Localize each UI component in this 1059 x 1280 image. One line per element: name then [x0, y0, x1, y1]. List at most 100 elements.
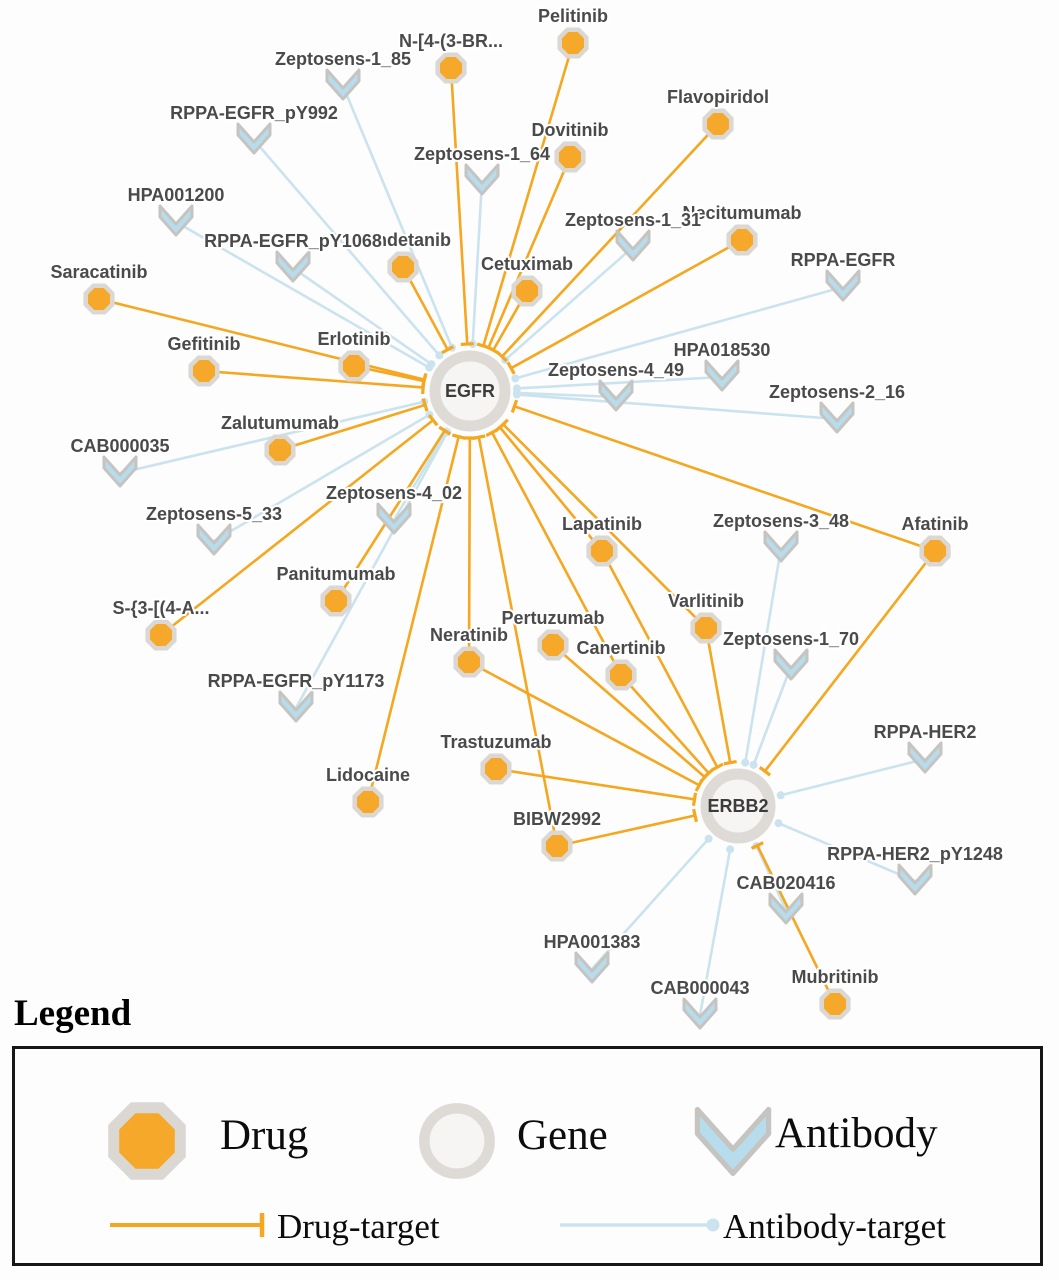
drug-target-edge-icon	[110, 1213, 265, 1237]
antibody-node-cab000043	[682, 997, 718, 1030]
drug-node-s-3-4-a	[145, 619, 177, 651]
drug-node-bibw2992	[541, 830, 573, 862]
node-label-zeptosens-1-31: Zeptosens-1_31	[565, 210, 701, 230]
drug-node-necitumumab	[726, 224, 758, 256]
drug-edge-tee-necitumumab	[506, 361, 516, 375]
antibody-target-edge-hpa018530-egfr	[516, 375, 723, 390]
node-label-rppa-her2: RPPA-HER2	[874, 722, 977, 742]
drug-node-dovitinib	[554, 141, 586, 173]
node-label-cab000035: CAB000035	[70, 436, 169, 456]
drug-target-edge-canertinib-egfr	[490, 431, 623, 676]
gene-node-egfr	[429, 350, 511, 432]
node-label-cab000043: CAB000043	[650, 978, 749, 998]
node-label-saracatinib: Saracatinib	[50, 262, 147, 282]
antibody-target-edge-zeptosens-1-85-egfr	[341, 85, 454, 349]
antibody-node-rppa-her2	[907, 741, 943, 774]
drug-node-cetuximab	[511, 275, 543, 307]
drug-target-edge-lapatinib-erbb2	[600, 550, 719, 768]
drug-node-saracatinib	[83, 283, 115, 315]
antibody-node-zeptosens-1-85	[325, 68, 361, 101]
antibody-target-edge-icon	[560, 1218, 720, 1232]
antibody-node-cab020416	[768, 892, 804, 925]
node-label-rppa-her2-py1248: RPPA-HER2_pY1248	[827, 844, 1003, 864]
node-label-flavopiridol: Flavopiridol	[667, 87, 769, 107]
drug-node-canertinib	[605, 659, 637, 691]
antibody-node-zeptosens-1-70	[773, 648, 809, 681]
node-label-lidocaine: Lidocaine	[326, 765, 410, 785]
antibody-edge-dot-rppa-her2	[776, 791, 785, 800]
node-label-rppa-egfr-py1068: RPPA-EGFR_pY1068	[204, 231, 382, 251]
drug-node-flavopiridol	[702, 108, 734, 140]
node-label-s-3-4-a: S-{3-[(4-A...	[112, 598, 209, 618]
drug-octagon-shape	[108, 1102, 186, 1180]
antibody-target-edge-zeptosens-4-49-egfr	[516, 391, 617, 399]
drug-node-trastuzumab	[480, 753, 512, 785]
antibody-edge-dot-rppa-egfr	[511, 374, 520, 383]
drug-target-edge-flavopiridol-egfr	[501, 123, 719, 358]
node-label-panitumumab: Panitumumab	[276, 564, 395, 584]
antibody-node-zeptosens-4-02	[376, 502, 412, 535]
drug-target-edge-neratinib-egfr	[467, 437, 472, 663]
drug-edge-tee-lidocaine	[451, 433, 466, 440]
drug-target-edge-bibw2992-erbb2	[556, 814, 696, 848]
drug-edge-tee-n-4-3-br	[460, 342, 474, 347]
gene-legend-icon	[419, 1103, 495, 1179]
antibody-target-edge-zeptosens-2-16-egfr	[516, 393, 838, 421]
drug-target-edge-varlitinib-erbb2	[704, 627, 732, 763]
node-label-rppa-egfr: RPPA-EGFR	[791, 250, 896, 270]
node-label-pertuzumab: Pertuzumab	[501, 608, 604, 628]
antibody-node-zeptosens-1-64	[464, 163, 500, 196]
antibody-target-edge-zeptosens-4-02-egfr	[392, 430, 448, 521]
drug-node-pertuzumab	[537, 629, 569, 661]
node-label-zeptosens-1-64: Zeptosens-1_64	[414, 144, 550, 164]
antibody-node-zeptosens-1-31	[615, 229, 651, 262]
node-label-rppa-egfr-py1173: RPPA-EGFR_pY1173	[208, 671, 385, 691]
antibody-node-zeptosens-3-48	[763, 530, 799, 563]
drug-edge-tee-bibw2992	[692, 808, 699, 823]
drug-target-edge-pelitinib-egfr	[482, 42, 575, 347]
node-label-rppa-egfr-py992: RPPA-EGFR_pY992	[170, 103, 338, 123]
antibody-target-edge-rppa-her2-erbb2	[780, 757, 926, 797]
antibody-edge-dot-zeptosens-2-16	[512, 390, 521, 399]
drug-target-edge-s-3-4-a-egfr	[160, 419, 434, 637]
drug-node-gefitinib	[188, 355, 220, 387]
antibody-node-rppa-her2-py1248	[897, 863, 933, 896]
node-label-zalutumumab: Zalutumumab	[221, 413, 339, 433]
drug-edge-tee-s-3-4-a	[427, 414, 439, 427]
drug-edge-tee-pertuzumab	[699, 771, 711, 784]
antibody-node-zeptosens-5-33	[196, 523, 232, 556]
drug-node-zalutumumab	[264, 434, 296, 466]
drug-target-edge-dovitinib-egfr	[487, 156, 572, 349]
legend-drug-label: Drug	[220, 1112, 309, 1159]
gene-node-erbb2	[700, 768, 776, 844]
antibody-target-edge-rppa-egfr-py992-egfr	[253, 139, 441, 357]
node-label-hpa001383: HPA001383	[544, 932, 641, 952]
layer-drug-edges	[98, 42, 937, 1005]
legend-gene-label: Gene	[517, 1112, 608, 1159]
node-label-bibw2992: BIBW2992	[513, 809, 601, 829]
node-label-necitumumab: Necitumumab	[682, 203, 801, 223]
antibody-node-hpa018530	[704, 359, 740, 392]
antibody-node-zeptosens-4-49	[598, 379, 634, 412]
node-label-zeptosens-1-85: Zeptosens-1_85	[275, 49, 411, 69]
node-label-canertinib: Canertinib	[576, 638, 665, 658]
node-label-egfr: EGFR	[445, 381, 495, 401]
drug-target-edge-mubritinib-erbb2	[756, 844, 837, 1005]
antibody-target-edge-cab000043-erbb2	[698, 849, 732, 1016]
drug-target-edge-canertinib-erbb2	[620, 674, 710, 775]
drug-edge-tee-afatinib	[510, 399, 519, 413]
node-label-trastuzumab: Trastuzumab	[440, 732, 551, 752]
antibody-target-edge-zeptosens-3-48-erbb2	[743, 547, 783, 763]
drug-edge-tee-afatinib	[758, 765, 772, 777]
antibody-target-edge-rppa-egfr-egfr	[514, 285, 844, 380]
drug-target-edge-afatinib-egfr	[514, 405, 936, 553]
drug-node-n-4-3-br	[435, 52, 467, 84]
antibody-chevron-shape	[694, 1106, 772, 1176]
node-label-zeptosens-2-16: Zeptosens-2_16	[769, 382, 905, 402]
antibody-edge-dot-rppa-her2-py1248	[774, 819, 783, 828]
drug-target-edge-afatinib-erbb2	[763, 550, 937, 772]
antibody-target-edge-hpa001200-egfr	[175, 220, 430, 369]
drug-node-mubritinib	[819, 988, 851, 1020]
node-label-varlitinib: Varlitinib	[668, 591, 744, 611]
node-label-dovitinib: Dovitinib	[532, 120, 609, 140]
